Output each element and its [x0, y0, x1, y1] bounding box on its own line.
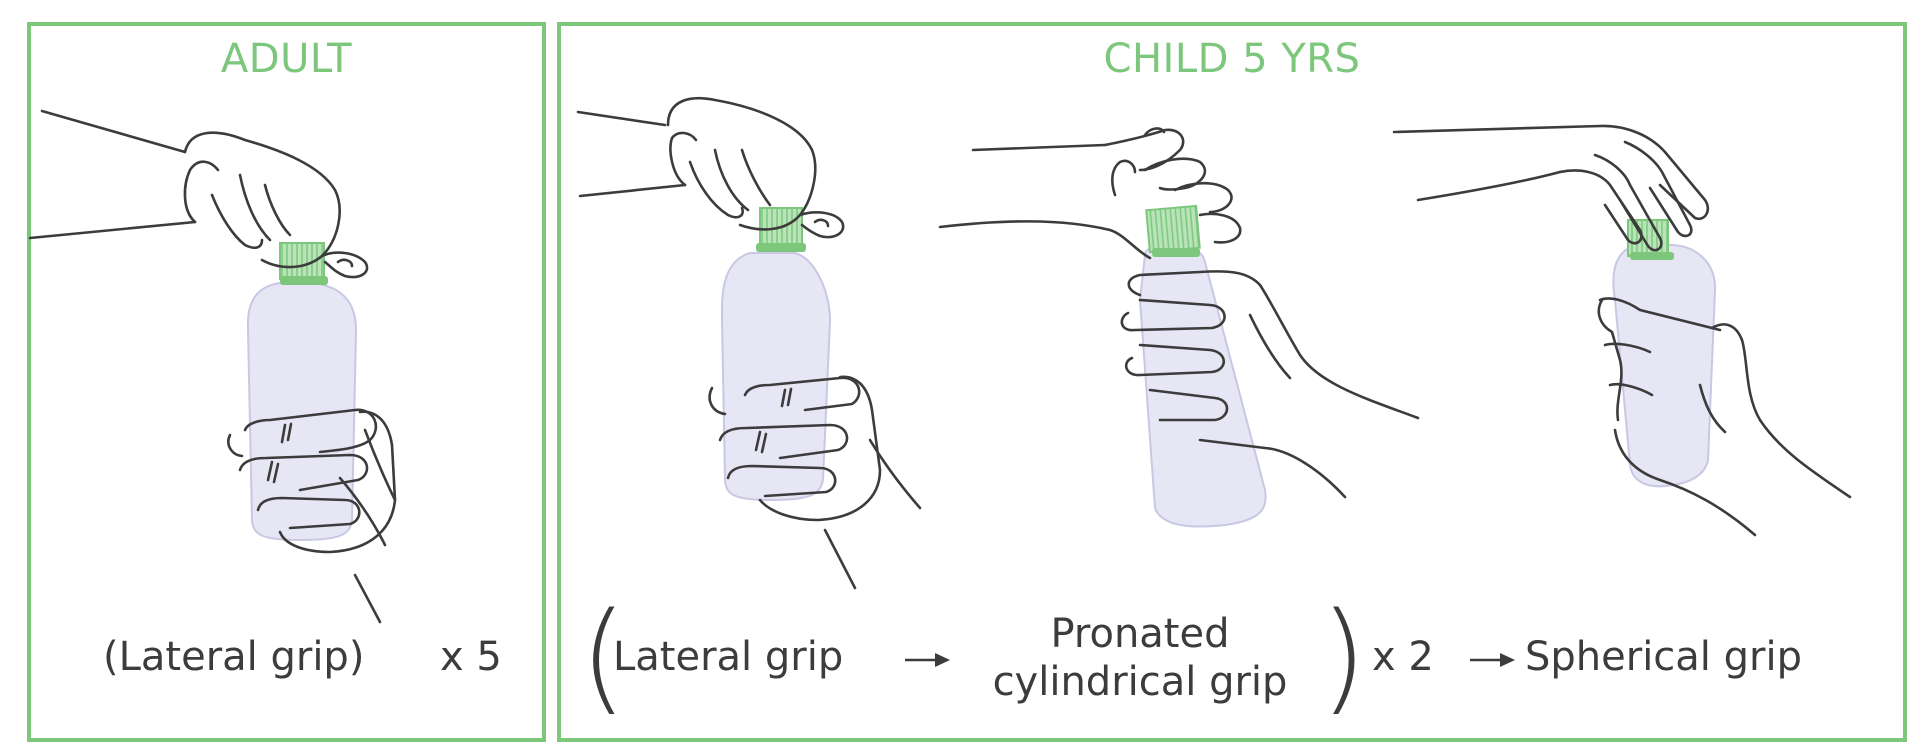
adult-lateral-grip-illustration — [30, 111, 395, 622]
grip-illustrations — [0, 0, 1911, 721]
arrow-right-icon — [905, 653, 950, 667]
arrow-right-icon — [1470, 653, 1515, 667]
child-step1-caption: Lateral grip — [613, 634, 843, 680]
child-step2-line1: Pronated — [990, 610, 1290, 658]
child-pronated-cylindrical-grip-illustration — [940, 128, 1418, 526]
adult-grip-caption: (Lateral grip) — [103, 634, 364, 680]
child-spherical-grip-illustration — [1394, 126, 1850, 535]
child-final-caption: Spherical grip — [1525, 634, 1802, 680]
close-parenthesis: ) — [1320, 598, 1367, 718]
child-lateral-grip-illustration — [578, 98, 920, 588]
child-step2-caption: Pronated cylindrical grip — [990, 610, 1290, 706]
child-repeat-count: x 2 — [1372, 634, 1434, 680]
child-step2-line2: cylindrical grip — [990, 658, 1290, 706]
adult-repeat-count: x 5 — [440, 634, 502, 680]
